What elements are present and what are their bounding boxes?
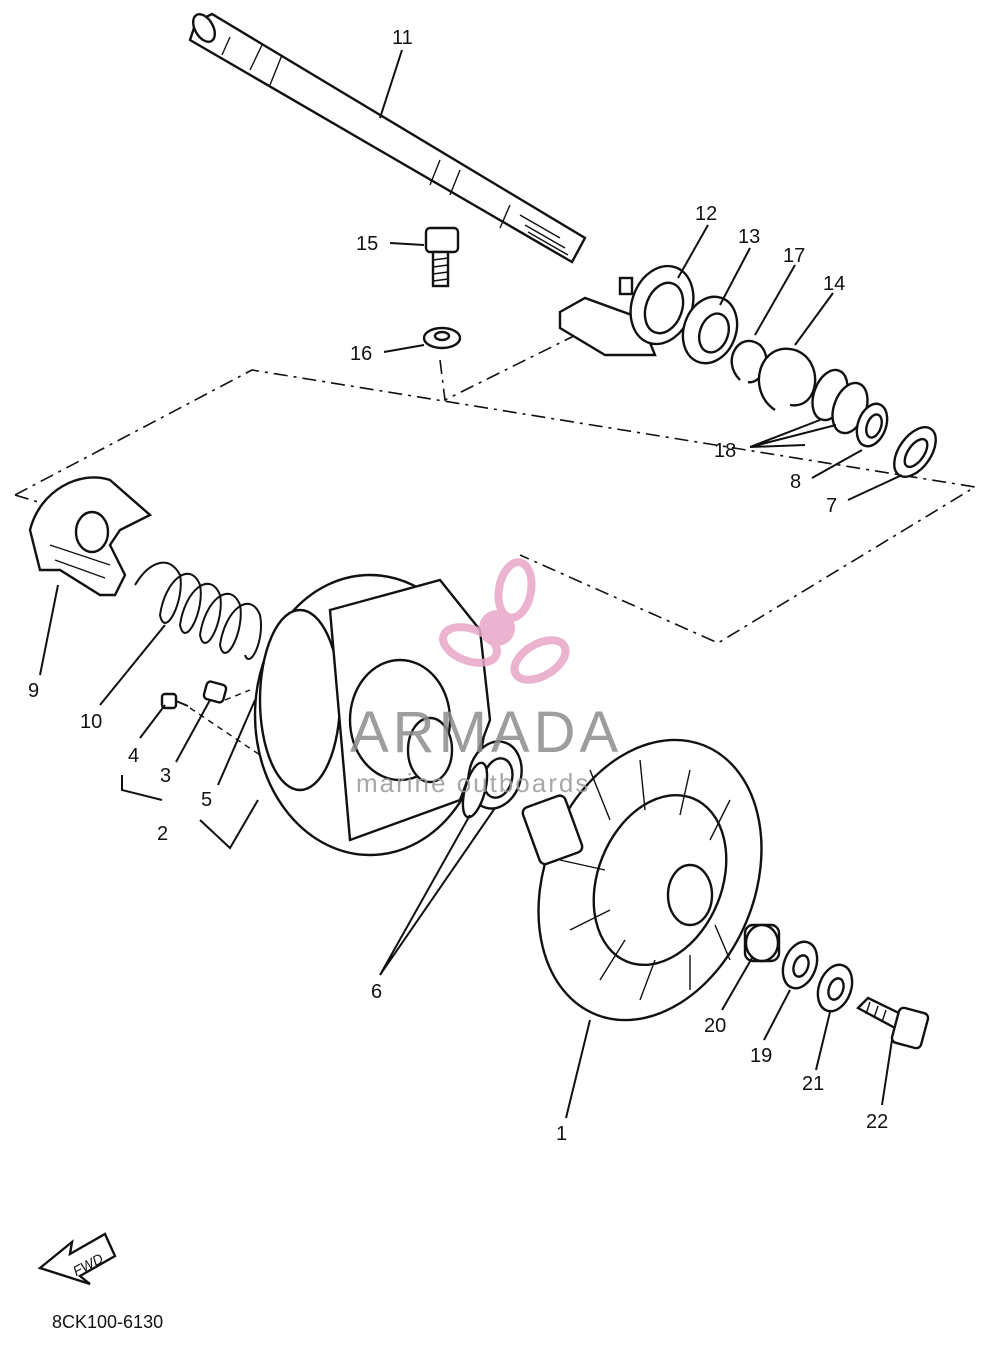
watermark: ARMADA marine outboards: [350, 558, 622, 798]
label-6: 6: [371, 981, 382, 1003]
label-20: 20: [704, 1015, 726, 1037]
assembly-outline: [14, 369, 978, 644]
label-21: 21: [802, 1073, 824, 1095]
label-11: 11: [392, 27, 413, 49]
slider-guide-line-2: [224, 689, 251, 701]
fixed-sheave-1: [521, 738, 763, 1022]
label-2: 2: [157, 823, 168, 845]
washer-guide-line: [439, 317, 611, 402]
label-15: 15: [356, 233, 378, 255]
spring-10: [134, 561, 262, 660]
washer-21: [816, 963, 854, 1013]
bolt-4: [160, 692, 189, 710]
label-12: 12: [695, 203, 717, 225]
label-7: 7: [826, 495, 837, 517]
label-19: 19: [750, 1045, 772, 1067]
washer-7: [893, 426, 937, 478]
washer-19: [781, 940, 819, 990]
label-1: 1: [556, 1123, 567, 1145]
drawing-code: 8CK100-6130: [52, 1312, 163, 1332]
fwd-arrow-icon: FWD: [37, 1232, 117, 1286]
slider-3: [202, 680, 228, 704]
watermark-brand: ARMADA: [350, 700, 622, 765]
seals-18: [811, 368, 869, 435]
washer-16: [422, 326, 462, 350]
movable-sheave: [253, 573, 492, 857]
label-9: 9: [28, 680, 39, 702]
collar-8: [855, 402, 889, 448]
assembly-outline-left: [14, 494, 49, 506]
label-16: 16: [350, 343, 372, 365]
leader-lines: [39, 49, 903, 1119]
label-13: 13: [738, 226, 760, 248]
label-8: 8: [790, 471, 801, 493]
bearing-housing-12: [558, 264, 695, 357]
shaft: [188, 12, 587, 264]
bolt-22: [856, 996, 930, 1050]
watermark-tagline: marine outboards: [356, 768, 590, 798]
label-4: 4: [128, 745, 139, 767]
spring-seat-9: [28, 476, 153, 597]
label-14: 14: [823, 273, 845, 295]
label-22: 22: [866, 1111, 888, 1133]
circlip-14: [757, 347, 817, 411]
label-18: 18: [714, 440, 736, 462]
label-17: 17: [783, 245, 805, 267]
propeller-icon: [439, 558, 570, 684]
bearing-13: [681, 295, 739, 365]
label-5: 5: [201, 789, 212, 811]
bolt-15: [424, 226, 460, 288]
collar-20: [743, 923, 781, 963]
label-10: 10: [80, 711, 102, 733]
label-3: 3: [160, 765, 171, 787]
